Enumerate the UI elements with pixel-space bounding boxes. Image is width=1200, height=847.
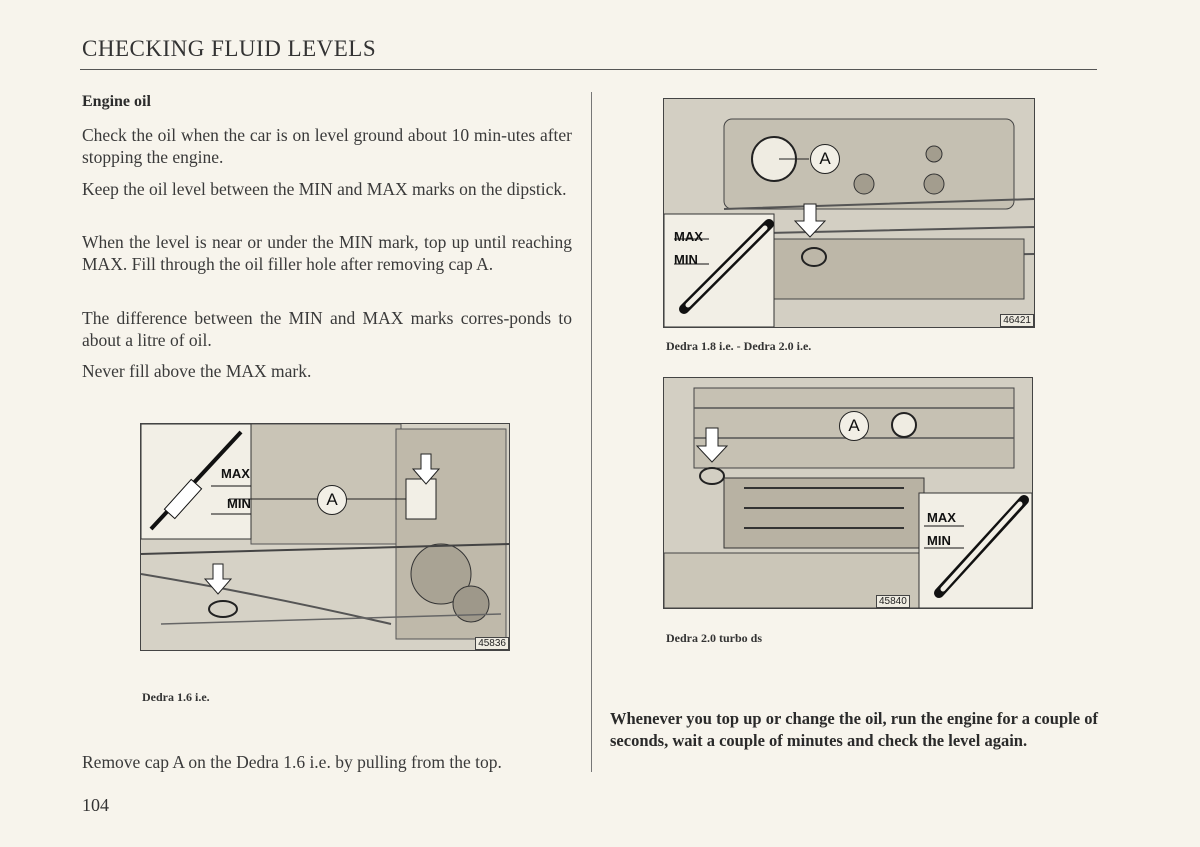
- figure-dedra-16: MAX MIN A 45836: [140, 423, 510, 651]
- figure-dedra-20-turbo: MAX MIN A 45840: [663, 377, 1033, 609]
- paragraph-4: The difference between the MIN and MAX m…: [82, 308, 572, 350]
- engine-illustration-16: [141, 424, 509, 650]
- paragraph-2: Keep the oil level between the MIN and M…: [82, 179, 567, 199]
- figure-number: 45840: [876, 595, 910, 608]
- figure-number: 45836: [475, 637, 509, 650]
- figure-dedra-18-20: MAX MIN A 46421: [663, 98, 1035, 328]
- max-label: MAX: [927, 510, 956, 525]
- oil-change-note: Whenever you top up or change the oil, r…: [610, 709, 1098, 750]
- figure-caption-16: Dedra 1.6 i.e.: [142, 690, 210, 704]
- engine-illustration-18: [664, 99, 1034, 327]
- min-label: MIN: [674, 252, 698, 267]
- paragraph-1: Check the oil when the car is on level g…: [82, 125, 572, 167]
- paragraph-3: When the level is near or under the MIN …: [82, 232, 572, 274]
- min-label: MIN: [927, 533, 951, 548]
- figure-number: 46421: [1000, 314, 1034, 327]
- page-number: 104: [82, 795, 109, 815]
- min-label: MIN: [227, 496, 251, 511]
- page-title: CHECKING FLUID LEVELS: [82, 36, 377, 61]
- figure-caption-turbo: Dedra 2.0 turbo ds: [666, 631, 763, 645]
- bottom-paragraph: Remove cap A on the Dedra 1.6 i.e. by pu…: [82, 752, 502, 772]
- max-label: MAX: [674, 229, 703, 244]
- section-heading: Engine oil: [82, 93, 151, 110]
- callout-a: A: [810, 144, 840, 174]
- figure-caption-18-20: Dedra 1.8 i.e. - Dedra 2.0 i.e.: [666, 339, 812, 353]
- paragraph-5: Never fill above the MAX mark.: [82, 361, 312, 381]
- column-divider: [591, 92, 592, 772]
- callout-a: A: [317, 485, 347, 515]
- max-label: MAX: [221, 466, 250, 481]
- title-rule: [80, 69, 1097, 70]
- callout-a: A: [839, 411, 869, 441]
